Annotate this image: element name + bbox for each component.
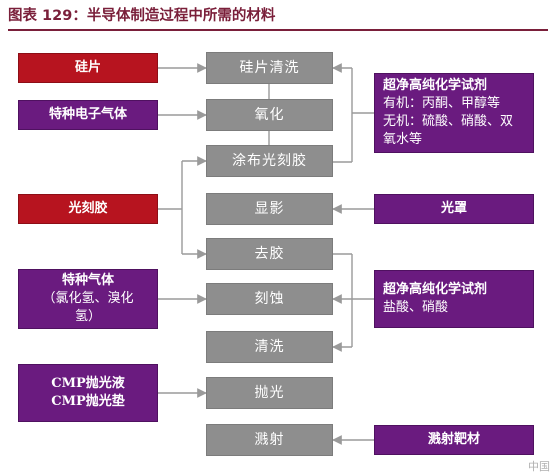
material-photomask: 光罩 (374, 194, 534, 224)
reagent1-inorganic-cont: 氧水等 (383, 132, 423, 147)
material-ultrapure-reagent-2: 超净高纯化学试剂 盐酸、硝酸 (374, 270, 534, 328)
watermark: 中国 (528, 460, 550, 473)
reagent1-inorganic: 无机：硫酸、硝酸、双 (383, 114, 514, 129)
step-coat-photoresist: 涂布光刻胶 (206, 145, 333, 177)
step-etch: 刻蚀 (206, 283, 333, 315)
reagent2-acids: 盐酸、硝酸 (383, 300, 449, 315)
reagent1-heading: 超净高纯化学试剂 (383, 78, 488, 93)
material-silicon-wafer: 硅片 (18, 53, 158, 83)
material-cmp: CMP抛光液 CMP抛光垫 (18, 364, 158, 422)
material-special-gas: 特种气体 （氯化氢、溴化 氢） (18, 269, 158, 329)
material-sputter-target: 溅射靶材 (374, 425, 534, 455)
title-divider (8, 29, 548, 31)
step-strip-resist: 去胶 (206, 238, 333, 270)
special-gas-line2: （氯化氢、溴化 (42, 291, 134, 306)
step-polish: 抛光 (206, 377, 333, 409)
special-gas-line1: 特种气体 (61, 273, 114, 288)
page-title: 图表 129：半导体制造过程中所需的材料 (8, 8, 276, 24)
step-silicon-clean: 硅片清洗 (206, 52, 333, 84)
step-clean: 清洗 (206, 331, 333, 363)
reagent2-heading: 超净高纯化学试剂 (383, 282, 488, 297)
step-develop: 显影 (206, 193, 333, 225)
material-electronic-gas: 特种电子气体 (18, 100, 158, 130)
cmp-pad: CMP抛光垫 (51, 394, 125, 409)
reagent1-organic: 有机：丙酮、甲醇等 (383, 96, 501, 111)
step-sputter: 溅射 (206, 424, 333, 456)
material-ultrapure-reagent-1: 超净高纯化学试剂 有机：丙酮、甲醇等 无机：硫酸、硝酸、双 氧水等 (374, 73, 534, 153)
material-photoresist: 光刻胶 (18, 194, 158, 224)
special-gas-line3: 氢） (74, 309, 101, 324)
step-oxidation: 氧化 (206, 99, 333, 131)
cmp-slurry: CMP抛光液 (51, 376, 125, 391)
